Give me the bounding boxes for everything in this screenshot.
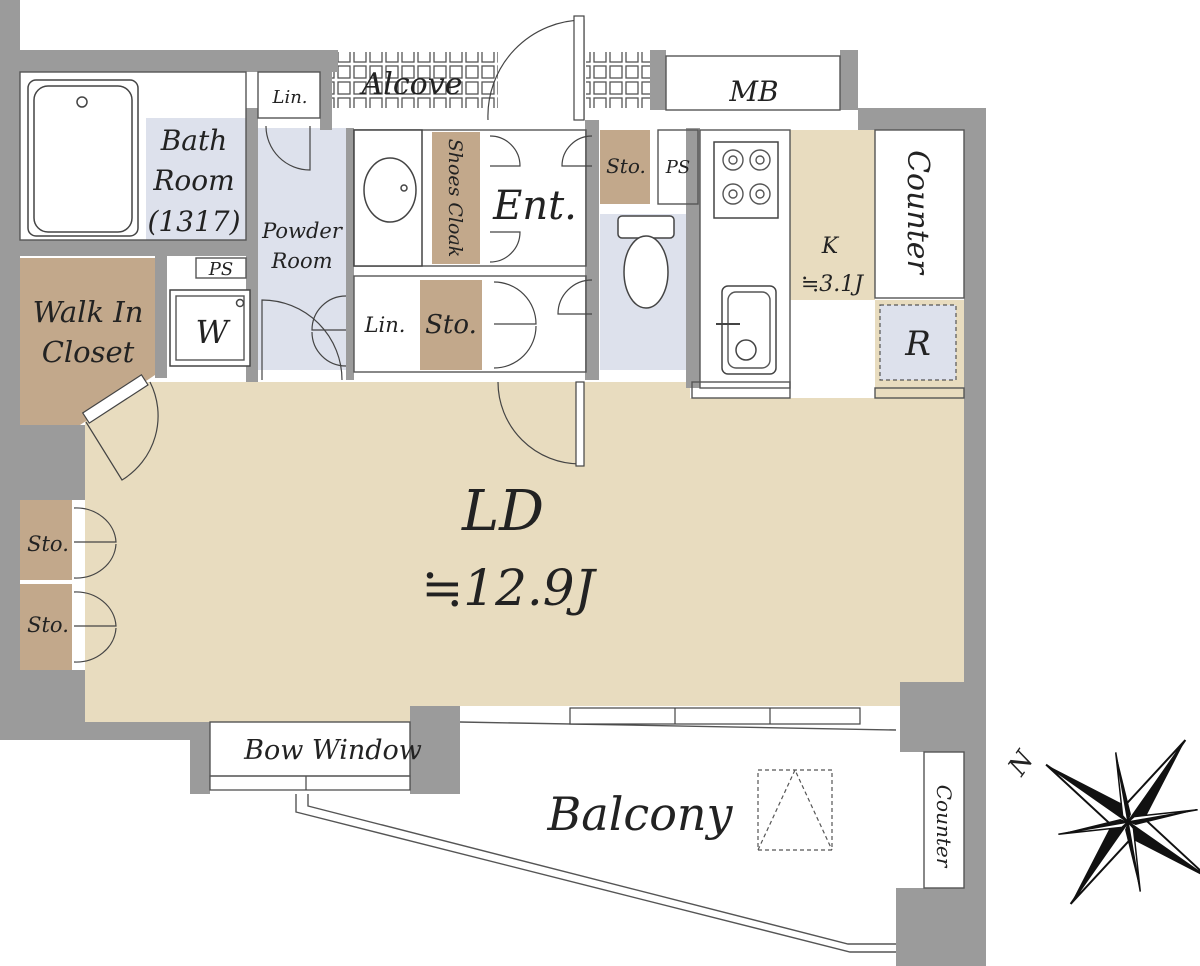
powder-label-line2: Room <box>270 249 332 273</box>
walkin-label-line2: Closet <box>42 335 135 369</box>
sto-left2-label: Sto. <box>27 613 69 637</box>
bath-label-line3: (1317) <box>147 205 240 238</box>
toilet-icon <box>623 235 669 309</box>
sto-left2-floor <box>20 584 72 670</box>
alcove-label: Alcove <box>359 67 463 102</box>
alcove-tiles <box>330 52 498 108</box>
sto-left1-label: Sto. <box>27 532 69 556</box>
labels: Alcove MB Lin. Bath Room (1317) PS Powde… <box>27 67 956 869</box>
stove-icon <box>713 141 779 219</box>
north-label: N <box>1002 744 1041 782</box>
compass-icon <box>1045 739 1200 905</box>
toilet-tank-icon <box>617 215 675 239</box>
bath-label-line2: Room <box>152 164 234 197</box>
walkin-label-line1: Walk In <box>33 295 144 329</box>
walkin-closet-floor <box>20 258 155 425</box>
powder-label-line1: Powder <box>261 219 344 243</box>
kitchen-label: K <box>821 234 840 259</box>
kitchen-size-label: ≒3.1J <box>801 272 864 297</box>
shoes-cloak-label: Shoes Cloak <box>444 139 466 258</box>
balcony <box>209 707 897 953</box>
shoes-cloak-floor <box>432 132 480 264</box>
counter-top-label: Counter <box>900 150 935 275</box>
mb-label: MB <box>728 75 778 108</box>
sto-ent-floor <box>600 130 650 204</box>
kitchen-floor <box>790 130 875 300</box>
sto-ent-label: Sto. <box>606 154 646 178</box>
sink-icon <box>721 285 777 375</box>
hatch-icon <box>757 769 833 851</box>
fixtures <box>27 79 779 375</box>
walls <box>0 0 986 966</box>
ps-ent-label: PS <box>665 157 690 178</box>
partitions <box>19 55 965 889</box>
lin-mid-label: Lin. <box>364 313 406 337</box>
sto-mid-label: Sto. <box>425 310 477 340</box>
sto-mid-floor <box>420 280 482 370</box>
ps-bath-label: PS <box>208 259 233 280</box>
fridge-label: R <box>904 324 931 364</box>
sto-left1-floor <box>20 500 72 580</box>
ent-label: Ent. <box>492 183 577 229</box>
washer-label: W <box>196 313 232 351</box>
ld-size-label: ≒12.9J <box>421 559 597 617</box>
alcove-tiles-right <box>586 52 650 108</box>
bath-label-line1: Bath <box>160 124 228 157</box>
bow-window-label: Bow Window <box>243 735 422 766</box>
ld-floor <box>85 300 964 722</box>
bath-floor <box>146 118 246 240</box>
counter-balcony-label: Counter <box>932 785 956 869</box>
lin-top-label: Lin. <box>271 87 307 108</box>
fridge-floor <box>880 305 956 380</box>
doors <box>73 15 593 663</box>
ld-label: LD <box>461 479 544 544</box>
balcony-label: Balcony <box>546 787 733 841</box>
